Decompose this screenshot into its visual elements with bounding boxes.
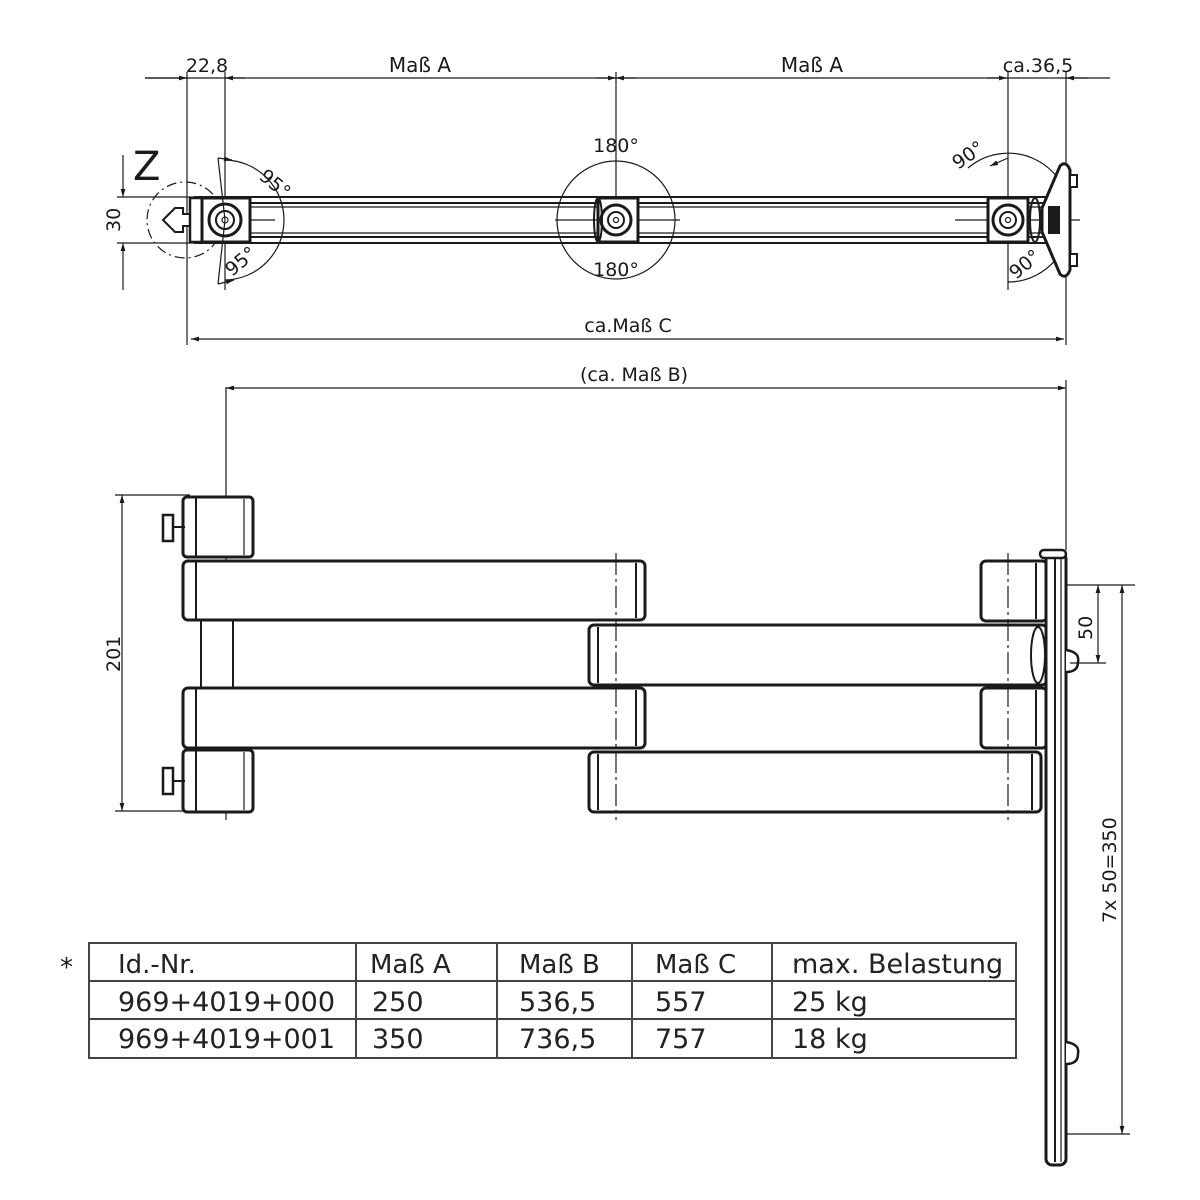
angle-right-lower: 90° xyxy=(1005,245,1045,284)
wall-block-upper xyxy=(161,495,255,559)
height-dimension xyxy=(117,155,195,290)
table-header-mass-c: Maß C xyxy=(655,950,736,980)
reach-b-label: (ca. Maß B) xyxy=(580,364,688,386)
vertical-rail xyxy=(1038,548,1080,1167)
top-view: 22,8 Maß A Maß A ca.36,5 Z 30 xyxy=(103,53,1110,345)
overall-c-label: ca.Maß C xyxy=(584,315,671,337)
table-cell-mass-b: 736,5 xyxy=(519,1024,596,1055)
side-view: (ca. Maß B) 201 xyxy=(103,364,1135,1167)
angle-middle-upper: 180° xyxy=(593,135,639,157)
arm-upper-first xyxy=(181,559,647,622)
angle-left-lower: 95° xyxy=(221,242,261,281)
height-201-label: 201 xyxy=(103,636,125,672)
table-cell-max-load: 18 kg xyxy=(792,1024,868,1055)
arm-upper-second xyxy=(587,623,1049,687)
table-cell-mass-b: 536,5 xyxy=(519,987,596,1018)
knuckle-right-upper xyxy=(979,559,1049,623)
table-header-mass-b: Maß B xyxy=(519,950,600,980)
table-header-id: Id.-Nr. xyxy=(118,950,196,980)
view-z-label: Z xyxy=(133,144,160,190)
angle-right-upper: 90° xyxy=(948,137,988,174)
joint-middle xyxy=(556,160,676,280)
span-a-left-label: Maß A xyxy=(389,53,451,77)
table-cell-mass-a: 350 xyxy=(372,1024,424,1055)
table-header-max-load: max. Belastung xyxy=(792,949,1003,980)
rail-350-label: 7x 50=350 xyxy=(1099,817,1121,923)
left-offset-label: 22,8 xyxy=(186,55,228,77)
table-cell-max-load: 25 kg xyxy=(792,987,868,1018)
table-cell-mass-c: 557 xyxy=(655,987,707,1018)
arm-lower-first xyxy=(181,686,647,750)
dimension-table: * Id.-Nr. Maß A Maß B Maß C max. Belastu… xyxy=(60,942,1017,1059)
table-header-mass-a: Maß A xyxy=(370,950,451,980)
right-offset-label: ca.36,5 xyxy=(1003,55,1073,77)
angle-middle-lower: 180° xyxy=(593,259,639,281)
wall-block-lower xyxy=(161,748,255,814)
pitch-50-label: 50 xyxy=(1075,616,1097,640)
joint-right xyxy=(967,152,1078,283)
top-dimension-chain xyxy=(145,72,1110,345)
table-cell-id: 969+4019+001 xyxy=(118,1024,335,1055)
span-a-right-label: Maß A xyxy=(781,53,843,77)
axle-left xyxy=(200,619,234,689)
height-30-label: 30 xyxy=(103,208,125,232)
joint-left xyxy=(200,156,285,285)
table-cell-mass-a: 250 xyxy=(372,987,424,1018)
table-cell-id: 969+4019+000 xyxy=(118,987,335,1018)
table-marker: * xyxy=(60,953,73,983)
knuckle-right-lower xyxy=(979,686,1049,750)
arm-lower-second xyxy=(587,750,1043,814)
table-cell-mass-c: 757 xyxy=(655,1024,707,1055)
